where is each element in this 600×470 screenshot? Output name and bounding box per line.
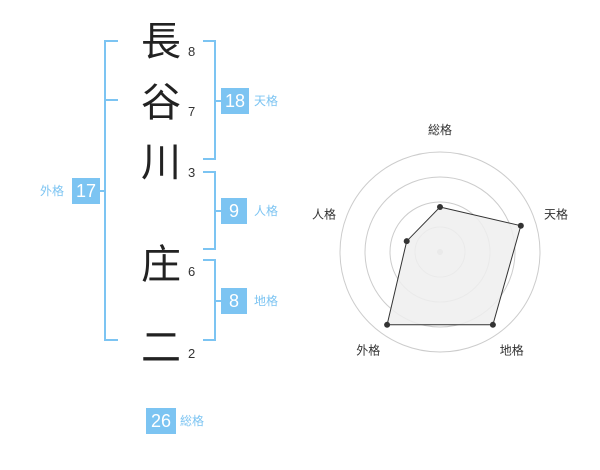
radar-axis-label-4: 外格 (356, 343, 380, 358)
radar-grid-ring-4 (339, 151, 541, 353)
jinkaku-label: 人格 (254, 204, 279, 218)
radar-point-4 (384, 321, 391, 328)
radar-axis-label-2: 天格 (544, 206, 568, 221)
stroke-count-2: 7 (188, 104, 196, 119)
radar-data-polygon (386, 206, 522, 326)
jinkaku-value-badge: 9 (221, 198, 247, 224)
radar-axis-label-1: 総格 (428, 122, 452, 137)
radar-point-2 (517, 222, 524, 229)
chikaku-value-badge: 8 (221, 288, 247, 314)
tenkaku-bracket-connector (216, 100, 221, 102)
stroke-count-5: 2 (188, 346, 196, 361)
name-char-5: 二 (141, 325, 181, 371)
radar-grid-ring-3 (364, 176, 516, 328)
radar-axis-label-3: 地格 (500, 343, 524, 358)
jinkaku-bracket-connector (216, 210, 221, 212)
gaikaku-bracket (104, 40, 118, 341)
stroke-count-3: 3 (188, 165, 196, 180)
name-char-2: 谷 (141, 80, 181, 126)
tenkaku-bracket (203, 40, 216, 160)
name-char-1: 長 (141, 19, 181, 65)
gaikaku-bracket-tick (104, 99, 118, 101)
radar-axis-label-5: 人格 (312, 206, 336, 221)
chikaku-bracket (203, 259, 216, 341)
name-char-3: 川 (141, 140, 181, 186)
name-char-4: 庄 (141, 242, 181, 288)
gaikaku-value-badge: 17 (72, 178, 100, 204)
chikaku-bracket-connector (216, 300, 221, 302)
jinkaku-bracket (203, 171, 216, 250)
radar-point-3 (489, 321, 496, 328)
gaikaku-bracket-connector (98, 190, 104, 192)
tenkaku-value-badge: 18 (221, 88, 249, 114)
gaikaku-label: 外格 (40, 184, 65, 198)
soukaku-value-badge: 26 (146, 408, 176, 434)
radar-point-1 (437, 204, 443, 210)
radar-point-5 (403, 238, 410, 245)
tenkaku-label: 天格 (254, 94, 279, 108)
chikaku-label: 地格 (254, 294, 279, 308)
stroke-count-4: 6 (188, 264, 196, 279)
soukaku-label: 総格 (180, 414, 205, 428)
stroke-count-1: 8 (188, 44, 196, 59)
